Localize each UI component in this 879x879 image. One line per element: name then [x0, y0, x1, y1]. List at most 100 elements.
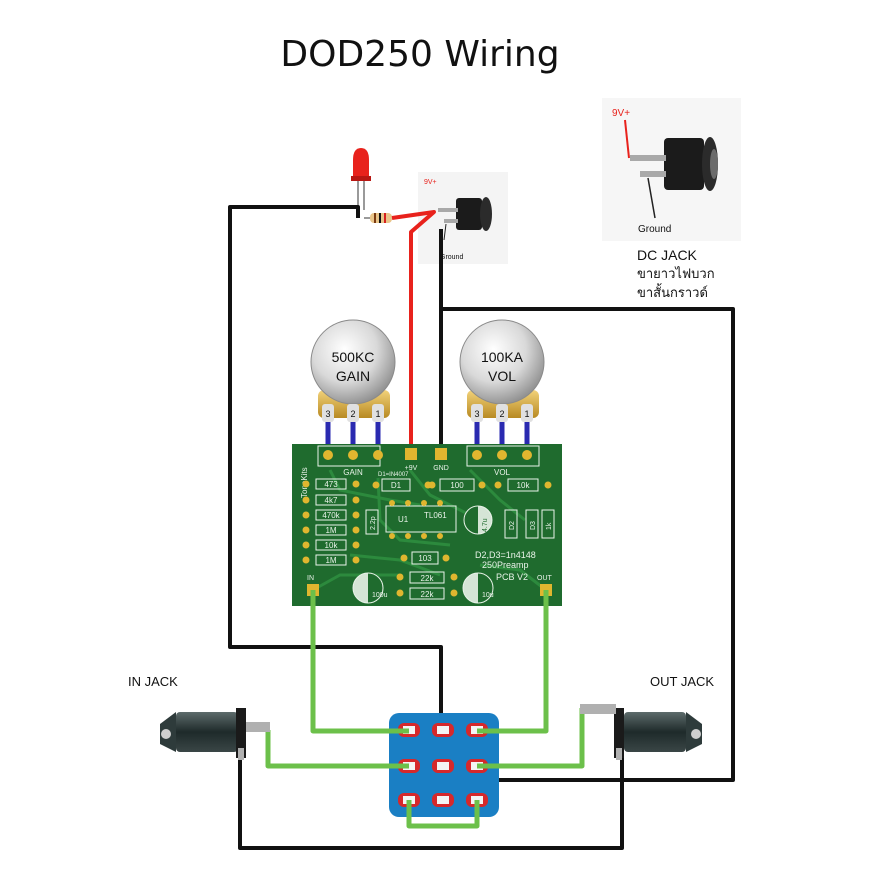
pcb-gnd-label: GND: [433, 465, 449, 472]
wire-led-ground-to-switch: [228, 205, 443, 724]
dc-jack-photo-arrow-gnd: [647, 177, 656, 219]
pcb-c10u: 10u: [482, 592, 494, 599]
in-jack: [160, 708, 270, 760]
pcb-r470k: 470k: [322, 511, 340, 520]
gain-pot-lug-3: [322, 404, 334, 422]
pcb-top-component-pads: [372, 481, 552, 489]
gain-pot-lug-1: [372, 404, 384, 422]
pcb-c100u: 100u: [372, 592, 388, 599]
wire-out-jack-to-switch: [477, 708, 585, 769]
dc-jack-small-short-lug: [444, 219, 458, 223]
pcb-d2: D2: [509, 521, 516, 530]
pcb-version: PCB V2: [496, 572, 528, 582]
pcb-r100: 100: [450, 481, 464, 490]
dc-jack-heading: DC JACK: [637, 247, 698, 263]
dc-jack-small-ground-label: Ground: [440, 254, 463, 261]
dc-jack-photo-ground-label: Ground: [638, 224, 671, 235]
green-wires: [265, 590, 585, 829]
pcb-d1-note: D1=IN4007: [378, 472, 409, 478]
pcb-model: 250Preamp: [482, 560, 529, 570]
pcb-r1k: 1k: [546, 522, 553, 530]
vol-pot-label: VOL: [488, 368, 516, 384]
in-jack-sleeve-lug: [238, 748, 244, 760]
pcb-d3-outline: [525, 509, 539, 539]
gain-pot-pin-3: 3: [325, 409, 330, 419]
in-jack-label: IN JACK: [128, 674, 178, 689]
pcb-c22p: 2.2p: [370, 516, 377, 530]
wire-switch-jumper: [406, 800, 480, 829]
pcb-c22p-outline: [365, 509, 379, 535]
wire-pcb-out-to-switch: [477, 590, 549, 734]
dc-jack-small-long-lug: [438, 208, 458, 212]
gain-pot-lug-2: [347, 404, 359, 422]
led-resistor-band-2: [379, 213, 381, 223]
pcb-r10k: 10k: [325, 541, 339, 550]
pcb-ic-outline: [385, 505, 457, 533]
dc-jack-photo-9v-label: 9V+: [612, 108, 630, 119]
pcb-9v-label: +9V: [405, 465, 418, 472]
out-jack-body: [624, 712, 686, 752]
dc-jack-small: 9V+ Ground: [418, 172, 508, 264]
pcb-board: GAIN VOL +9V GND ToneKits 473 4k7 470k 1…: [292, 444, 562, 606]
pcb-ic-pins: [389, 500, 443, 539]
pcb-c47u-band: [478, 506, 492, 534]
pcb-r1k-outline: [541, 509, 555, 539]
pcb-d2-outline: [504, 509, 518, 539]
dc-jack-small-9v-label: 9V+: [424, 179, 437, 186]
vol-pot-pin-3: 3: [474, 409, 479, 419]
out-jack-tip-lug: [580, 704, 616, 714]
gain-pot-pin-1: 1: [375, 409, 380, 419]
pcb-r22k-b: 22k: [421, 590, 435, 599]
wire-9v-to-pcb: [391, 210, 436, 454]
dc-jack-photo: 9V+ Ground: [602, 98, 741, 241]
led-resistor-band-1: [374, 213, 376, 223]
vol-pot-lug-1: [521, 404, 533, 422]
pcb-vol-label: VOL: [494, 468, 511, 477]
in-jack-body: [176, 712, 238, 752]
pcb-r100-outline: [439, 478, 475, 492]
dc-jack-photo-long-lug: [630, 155, 666, 161]
pcb-out-label: OUT: [537, 575, 553, 582]
vol-pot-lug-2: [496, 404, 508, 422]
out-jack-frame: [614, 708, 624, 758]
pcb-u1: U1: [398, 515, 409, 524]
dc-jack-photo-hole: [710, 149, 718, 179]
pcb-in-label: IN: [307, 575, 314, 582]
pcb-r10k-top-outline: [507, 478, 539, 492]
diagram-title: DOD250 Wiring: [280, 34, 559, 75]
pcb-c103-outline: [411, 551, 439, 565]
pcb-d1-outline: [381, 478, 411, 492]
pcb-r473: 473: [324, 480, 338, 489]
wire-pcb-in-to-switch: [310, 590, 409, 734]
dc-jack-note-positive: ขายาวไฟบวก: [637, 266, 715, 281]
dc-jack-photo-short-lug: [640, 171, 666, 177]
pcb-d3: D3: [530, 521, 537, 530]
pcb-r10k-top: 10k: [517, 481, 531, 490]
out-jack-sleeve-lug: [616, 748, 622, 760]
pcb-tl061: TL061: [424, 511, 447, 520]
vol-pot-pin-1: 1: [524, 409, 529, 419]
led-dome: [353, 148, 369, 178]
pcb-r22k-a-outline: [409, 571, 445, 584]
footswitch-lugs: [398, 723, 488, 807]
dc-jack-small-nut: [480, 197, 492, 231]
out-jack: [580, 704, 702, 760]
vol-pot: 100KA VOL 3 2 1: [459, 319, 545, 454]
led-resistor-band-3: [384, 213, 386, 223]
pcb-left-resistors: [302, 478, 360, 566]
dc-jack-photo-arrow-9v: [624, 119, 630, 159]
pcb-r1m-a: 1M: [325, 526, 336, 535]
pcb-r22k-b-outline: [409, 587, 445, 600]
led-rim: [351, 176, 371, 181]
out-jack-socket: [691, 729, 701, 739]
pcb-d2d3-note: D2,D3=1n4148: [475, 550, 536, 560]
wire-jack-sleeves: [238, 750, 624, 850]
in-jack-frame: [236, 708, 246, 758]
pcb-r1m-b: 1M: [325, 556, 336, 565]
wire-in-jack-to-switch: [265, 730, 409, 769]
pcb-c100u-band: [353, 573, 368, 603]
pcb-c103: 103: [418, 554, 432, 563]
vol-pot-lug-3: [471, 404, 483, 422]
